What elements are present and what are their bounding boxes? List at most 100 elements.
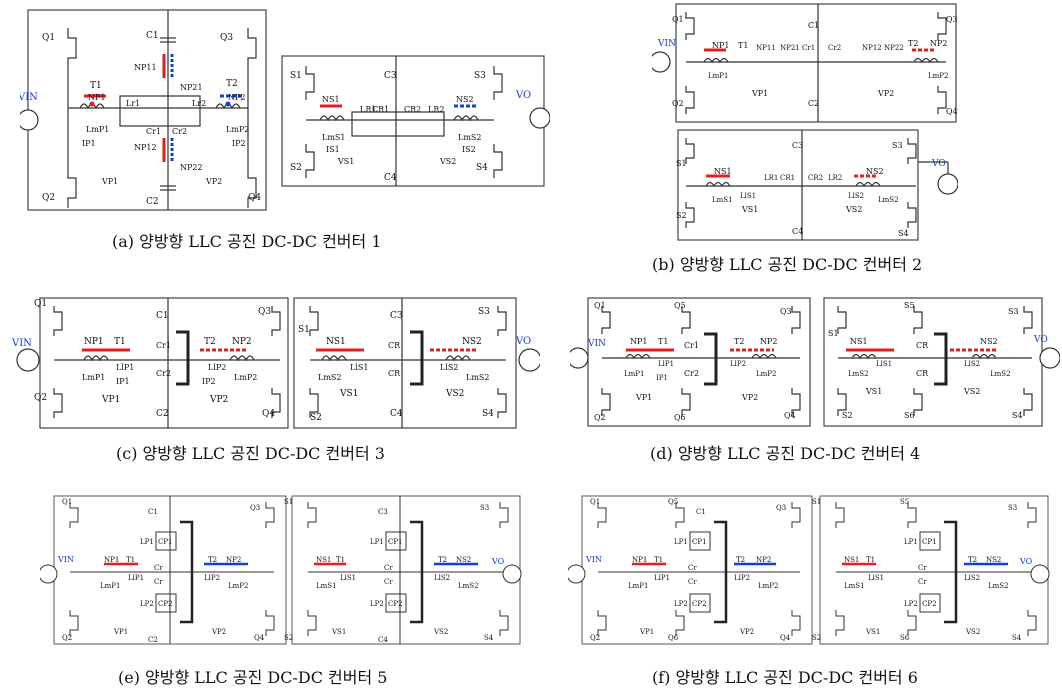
label-c2-b: C2 <box>808 99 819 108</box>
label-np21: NP21 <box>180 83 203 92</box>
label-q2-b: Q2 <box>672 99 684 108</box>
label-vs1-c: VS1 <box>339 389 358 399</box>
label-q2-e: Q2 <box>62 634 72 642</box>
label-vin-b: VIN <box>657 39 676 49</box>
label-lms2-e: LmS2 <box>458 582 479 590</box>
label-lmp1-d: LmP1 <box>624 370 644 378</box>
label-lmp2-f: LmP2 <box>758 582 778 590</box>
label-vo-b: VO <box>931 159 946 169</box>
label-t2: T2 <box>226 79 238 89</box>
label-cr2-d: Cr2 <box>684 369 699 378</box>
label-q5-f: Q5 <box>668 498 678 506</box>
label-lr2: Lr2 <box>192 99 206 108</box>
label-vp1-e: VP1 <box>113 628 128 636</box>
label-np1: NP1 <box>88 93 105 102</box>
caption-b: (b) 양방향 LLC 공진 DC-DC 컨버터 2 <box>652 255 923 274</box>
label-t1-f2: T1 <box>866 556 875 564</box>
label-cp1-f: CP1 <box>692 538 707 546</box>
label-cr2-c: Cr2 <box>156 369 171 378</box>
label-vo: VO <box>515 90 531 101</box>
label-c1: C1 <box>146 31 159 41</box>
panel-d: VIN Q1 Q2 Q5 Q6 Q3 Q4 Cr1 Cr2 NP1 T1 T2 … <box>567 292 1061 441</box>
label-c1-f: C1 <box>696 508 706 516</box>
label-vo-e: VO <box>491 557 505 566</box>
label-vin: VIN <box>20 92 38 103</box>
label-s2-b: S2 <box>676 211 687 220</box>
label-ns2-d: NS2 <box>980 337 998 346</box>
label-q1: Q1 <box>42 33 55 43</box>
label-lms2-d: LmS2 <box>990 370 1011 378</box>
label-lms2-f: LmS2 <box>988 582 1009 590</box>
caption-e: (e) 양방향 LLC 공진 DC-DC 컨버터 5 <box>118 668 388 687</box>
label-vs2: VS2 <box>439 157 456 166</box>
label-lms1-e: LmS1 <box>316 582 337 590</box>
label-np2-b: NP2 <box>930 39 947 48</box>
label-lls1-d: LlS1 <box>876 360 892 368</box>
label-cr-e2: Cr <box>154 578 163 586</box>
label-c2: C2 <box>146 197 159 207</box>
label-llp2-f: LlP2 <box>734 574 750 582</box>
panel-e: VIN Q1 Q2 Q3 Q4 C1 C2 LP1 CP1 Cr Cr LP2 … <box>38 490 530 654</box>
label-s3-b: S3 <box>892 141 903 150</box>
label-q4-f: Q4 <box>780 634 791 642</box>
label-q2-d: Q2 <box>594 413 606 422</box>
label-q1-f: Q1 <box>590 498 600 506</box>
label-s1-f: S1 <box>812 498 821 506</box>
label-cp2-e2: CP2 <box>388 600 403 608</box>
converter-1-schematic: VIN Q1 Q2 Q3 Q4 C1 C2 T1 T2 NP1 NP2 NP11… <box>17 9 551 211</box>
label-ns2-e: NS2 <box>456 556 471 564</box>
label-lmp1-b: LmP1 <box>708 72 728 80</box>
label-q3-e: Q3 <box>250 504 260 512</box>
label-cR-c2: CR <box>388 369 401 378</box>
label-llp1-e: LlP1 <box>128 574 144 582</box>
label-vp2-d: VP2 <box>741 393 758 402</box>
label-ns1-e: NS1 <box>316 556 331 564</box>
label-vin-f: VIN <box>585 555 602 564</box>
label-s4-c: S4 <box>482 409 494 419</box>
label-cp2-e: CP2 <box>158 600 173 608</box>
label-lls2-e: LlS2 <box>434 574 450 582</box>
label-vp1-d: VP1 <box>635 393 652 402</box>
panel-f: VIN Q1 Q2 Q5 Q6 Q3 Q4 C1 LP1 CP1 Cr Cr L… <box>566 490 1058 654</box>
label-q3-c: Q3 <box>258 307 271 317</box>
label-is1: IS1 <box>326 145 340 154</box>
label-llp1-f: LlP1 <box>654 574 670 582</box>
panel-b: VIN Q1 Q2 Q3 Q4 C1 C2 NP1 T1 NP11 NP21 C… <box>649 2 959 246</box>
converter-5-schematic: VIN Q1 Q2 Q3 Q4 C1 C2 LP1 CP1 Cr Cr LP2 … <box>38 495 522 645</box>
label-ns2-f: NS2 <box>986 556 1001 564</box>
label-q1-b: Q1 <box>672 15 684 24</box>
label-q1-d: Q1 <box>594 301 606 310</box>
label-lms1: LmS1 <box>322 133 345 142</box>
label-s2: S2 <box>290 163 302 173</box>
label-vp2-e: VP2 <box>211 628 226 636</box>
label-c4: C4 <box>384 173 397 183</box>
label-vs1-d: VS1 <box>865 387 882 396</box>
label-lmp2-c: LmP2 <box>234 373 257 382</box>
label-c4-e: C4 <box>378 636 388 644</box>
label-lms1-d: LmS2 <box>848 370 869 378</box>
label-vp1-b: VP1 <box>751 89 768 98</box>
label-cr-f4: Cr <box>918 578 927 586</box>
label-s2-d: S2 <box>842 411 853 420</box>
label-np1-d: NP1 <box>630 337 647 346</box>
label-q4-c: Q4 <box>262 409 275 419</box>
label-lp2-e: LP2 <box>140 600 154 608</box>
label-vp1: VP1 <box>101 177 118 186</box>
label-s6-d: S6 <box>904 411 915 420</box>
label-c1-c: C1 <box>156 311 169 321</box>
label-cr-f1: Cr <box>688 564 697 572</box>
label-cr-e3: Cr <box>384 564 393 572</box>
label-cp2-f2: CP2 <box>922 600 937 608</box>
label-s4-f: S4 <box>1012 634 1022 642</box>
label-ip1-c: IP1 <box>116 377 130 386</box>
label-t2-d: T2 <box>734 337 744 346</box>
label-vs2-e: VS2 <box>433 628 448 636</box>
label-ip2: IP2 <box>232 139 246 148</box>
label-llp2-e: LlP2 <box>204 574 220 582</box>
label-c2-e: C2 <box>148 636 158 644</box>
label-cR2: CR2 <box>404 105 421 114</box>
label-s3-c: S3 <box>478 307 490 317</box>
label-cR1-b: CR1 <box>780 174 795 182</box>
label-lmp1-c: LmP1 <box>82 373 105 382</box>
label-c1-e: C1 <box>148 508 158 516</box>
